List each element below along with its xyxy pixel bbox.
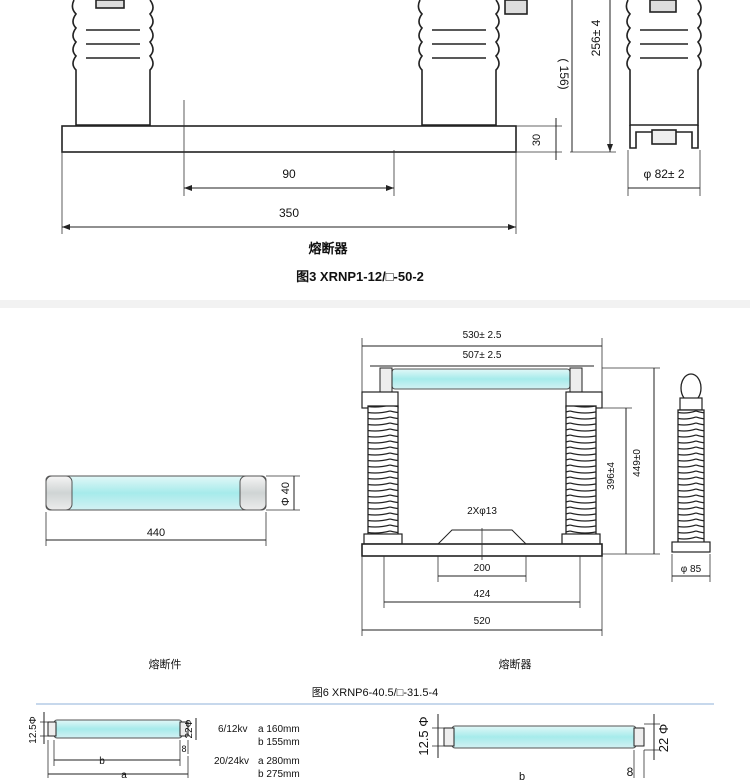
right-dim-b-label: b bbox=[519, 771, 525, 781]
dim-520: 520 bbox=[361, 556, 603, 636]
dim-200: 200 bbox=[437, 556, 527, 582]
figure3-drawing: 90 350 30 ( 156) bbox=[61, 0, 702, 284]
dim-507-label: 507± 2.5 bbox=[463, 350, 502, 361]
dim-396-label: 396±4 bbox=[606, 462, 617, 490]
dim-449-label: 449±0 bbox=[632, 449, 643, 477]
figure3-panel: 90 350 30 ( 156) bbox=[0, 0, 750, 300]
spec-row1-b: b 155mm bbox=[258, 737, 300, 748]
dim-440-label: 440 bbox=[147, 527, 165, 539]
dim-424-label: 424 bbox=[474, 589, 491, 600]
left-dim-b-label: b bbox=[99, 756, 105, 767]
insulator-left-tall bbox=[363, 405, 403, 545]
fuse-link-tube bbox=[45, 475, 267, 511]
dim-82: φ 82± 2 bbox=[627, 150, 701, 196]
figure3-fuse-label: 熔断器 bbox=[308, 241, 348, 256]
right-dim-22-label: 22 Φ bbox=[656, 724, 671, 752]
figure6-caption: 图6 XRNP6-40.5/□-31.5-4 bbox=[312, 686, 438, 699]
dim-256-label: 256± 4 bbox=[589, 19, 603, 56]
dim-507: 507± 2.5 bbox=[370, 350, 594, 367]
dim-90: 90 bbox=[183, 100, 395, 196]
right-dim-125-label: 12.5 Φ bbox=[416, 716, 431, 755]
dim-449: 449±0 bbox=[602, 367, 660, 555]
assembly-base: 2Xφ13 bbox=[361, 506, 603, 560]
bottom-right-dims: 12.5 Φ 22 Φ 8 b bbox=[416, 714, 671, 781]
insulator-left bbox=[71, 0, 154, 126]
base-plate bbox=[61, 125, 517, 153]
spec-row2-kv: 20/24kv bbox=[214, 756, 249, 767]
dim-396: 396±4 bbox=[598, 407, 632, 554]
dim-530-label: 530± 2.5 bbox=[463, 330, 502, 341]
side-view-tall bbox=[671, 373, 711, 553]
bottom-right-fuse bbox=[443, 725, 645, 749]
dim-40-label: Φ 40 bbox=[280, 482, 292, 506]
dim-200-label: 200 bbox=[474, 563, 491, 574]
fuse-link-label: 熔断件 bbox=[149, 657, 182, 671]
dim-30-label: 30 bbox=[531, 134, 543, 146]
insulator-right-tall bbox=[561, 405, 601, 545]
dim-520-label: 520 bbox=[474, 616, 491, 627]
side-view-insulator bbox=[625, 0, 702, 149]
insulator-middle bbox=[417, 0, 528, 126]
spec-table: 6/12kv a 160mm b 155mm 20/24kv a 280mm b… bbox=[214, 724, 300, 780]
figure3-caption: 图3 XRNP1-12/□-50-2 bbox=[296, 269, 424, 284]
spec-row1-kv: 6/12kv bbox=[218, 724, 247, 735]
dim-156-label: ( 156) bbox=[557, 58, 571, 89]
dim-424: 424 bbox=[383, 556, 581, 608]
dim-90-label: 90 bbox=[282, 167, 296, 181]
spec-row2-b: b 275mm bbox=[258, 769, 300, 780]
dim-30: 30 bbox=[516, 118, 562, 160]
spec-row1-a: a 160mm bbox=[258, 724, 300, 735]
dim-440: 440 bbox=[45, 512, 267, 546]
left-dim-8-label: 8 bbox=[181, 744, 186, 754]
fuse-assembly-label: 熔断器 bbox=[499, 657, 532, 671]
right-dim-8-label: 8 bbox=[627, 765, 634, 779]
dim-350-label: 350 bbox=[279, 206, 299, 220]
left-dim-22-label: 22Φ bbox=[184, 719, 195, 738]
dim-85-label: φ 85 bbox=[681, 564, 702, 575]
figure6-drawing: Φ 40 440 熔断件 530± 2.5 507± 2.5 bbox=[28, 330, 714, 781]
dim-2x13-label: 2Xφ13 bbox=[467, 506, 497, 517]
bottom-left-dims: 12.5Φ 22Φ 8 b a bbox=[28, 712, 197, 781]
left-dim-a-label: a bbox=[121, 770, 127, 781]
dim-85: φ 85 bbox=[671, 554, 711, 582]
spec-row2-a: a 280mm bbox=[258, 756, 300, 767]
dim-256: 256± 4 bbox=[570, 0, 616, 153]
dim-156: ( 156) bbox=[557, 0, 573, 152]
bottom-left-fuse bbox=[47, 719, 189, 739]
figure6-panel: Φ 40 440 熔断件 530± 2.5 507± 2.5 bbox=[0, 308, 750, 781]
dim-82-label: φ 82± 2 bbox=[643, 167, 684, 181]
top-fuse-tube bbox=[361, 367, 603, 409]
dim-40: Φ 40 bbox=[266, 475, 300, 511]
dim-350: 350 bbox=[61, 150, 517, 234]
left-dim-125-label: 12.5Φ bbox=[28, 716, 39, 743]
